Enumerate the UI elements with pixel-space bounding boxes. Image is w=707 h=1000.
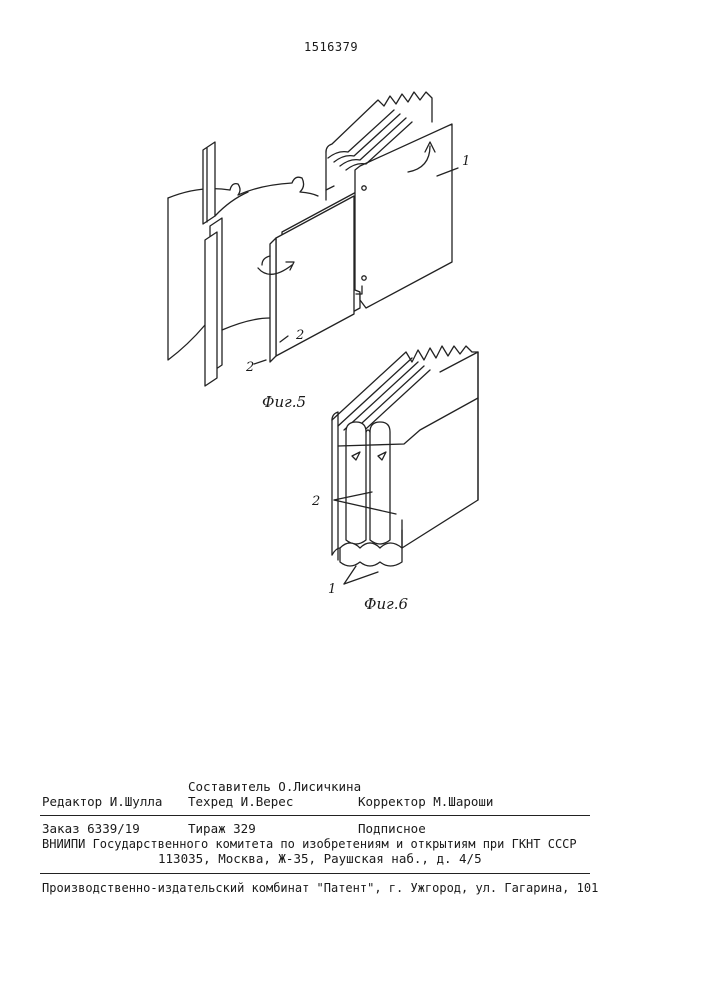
compiler: Составитель О.Лисичкина	[188, 780, 361, 794]
order: Заказ 6339/19	[42, 822, 140, 836]
circulation: Тираж 329	[188, 822, 256, 836]
institute: ВНИИПИ Государственного комитета по изоб…	[42, 837, 577, 851]
editor: Редактор И.Шулла	[42, 795, 162, 809]
printer: Производственно-издательский комбинат "П…	[42, 881, 598, 895]
corrector: Корректор М.Шароши	[358, 795, 493, 809]
divider-1	[40, 815, 590, 816]
divider-2	[40, 873, 590, 874]
techred: Техред И.Верес	[188, 795, 293, 809]
subscription: Подписное	[358, 822, 426, 836]
fig6-label-2: 2	[312, 494, 320, 509]
fig6-label-1: 1	[328, 582, 336, 597]
address: 113035, Москва, Ж-35, Раушская наб., д. …	[158, 852, 482, 866]
fig6-caption: Фиг.6	[364, 595, 408, 613]
